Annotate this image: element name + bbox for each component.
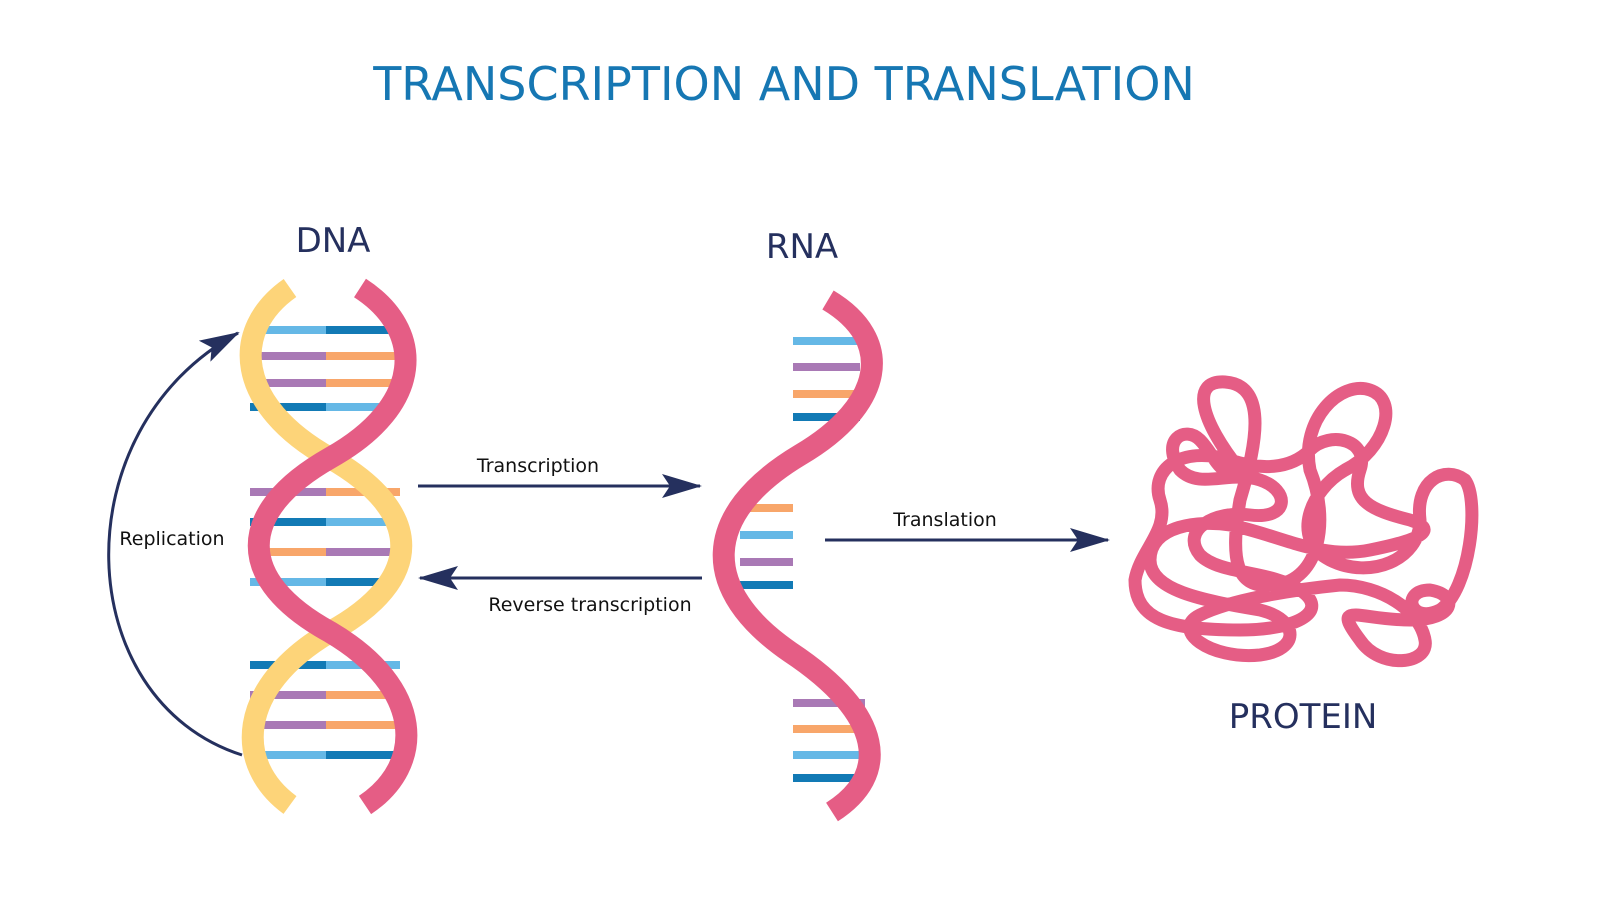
dna-base-pair-left <box>250 578 326 586</box>
replication-arrow <box>107 331 243 757</box>
dna-base-pair-right <box>326 403 400 411</box>
dna-base-pair-right <box>326 691 400 699</box>
rna-base <box>793 363 860 371</box>
dna-base-pair-left <box>250 751 326 759</box>
dna-label: DNA <box>296 221 371 261</box>
rna-base <box>793 774 865 782</box>
rna-base <box>793 699 865 707</box>
rna-base <box>793 337 860 345</box>
rna-base <box>740 558 793 566</box>
dna-base-pair-left <box>250 691 326 699</box>
dna-base-pair-left <box>250 548 326 556</box>
rna-backbone <box>712 290 883 822</box>
dna-base-pair-left <box>250 403 326 411</box>
reverse-transcription-label: Reverse transcription <box>488 594 691 616</box>
protein-folded-chain <box>1128 375 1479 668</box>
protein-label: PROTEIN <box>1229 697 1378 737</box>
dna-base-pair-right <box>326 751 400 759</box>
rna-strand <box>740 337 865 782</box>
dna-base-pair-right <box>326 721 400 729</box>
rna-label: RNA <box>766 227 838 267</box>
rna-base <box>740 531 793 539</box>
dna-base-pair-right <box>326 578 400 586</box>
dna-base-pair-right <box>326 518 400 526</box>
rna-base <box>740 581 793 589</box>
rna-base <box>793 751 865 759</box>
dna-base-pair-left <box>250 352 326 360</box>
dna-strand-pink <box>247 278 418 815</box>
translation-label: Translation <box>892 509 997 531</box>
dna-base-pair-right <box>326 352 400 360</box>
dna-base-pair-right <box>326 326 400 334</box>
dna-base-pair-left <box>250 379 326 387</box>
dna-strand-yellow <box>239 278 413 814</box>
transcription-label: Transcription <box>476 455 599 477</box>
rna-base <box>793 413 860 421</box>
dna-base-pair-right <box>326 548 400 556</box>
rna-base <box>740 504 793 512</box>
dna-base-pair-left <box>250 518 326 526</box>
dna-base-pair-right <box>326 379 400 387</box>
rna-base <box>793 390 860 398</box>
diagram-title: TRANSCRIPTION AND TRANSLATION <box>372 57 1195 111</box>
rna-base <box>793 725 865 733</box>
dna-base-pair-left <box>250 721 326 729</box>
dna-base-pair-left <box>250 326 326 334</box>
replication-label: Replication <box>119 528 224 550</box>
